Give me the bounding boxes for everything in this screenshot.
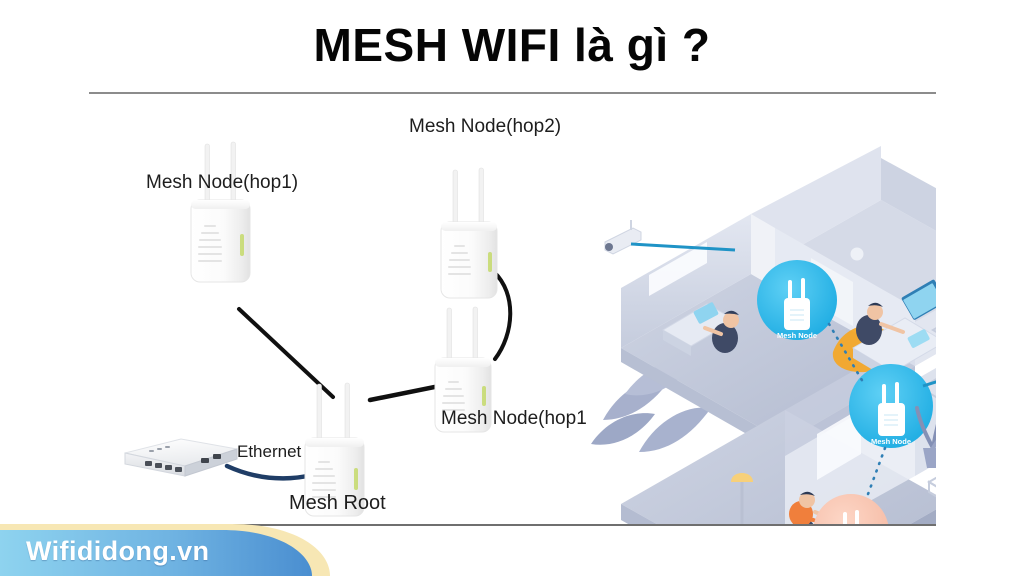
isometric-house-illustration: Mesh Node: [591, 146, 936, 524]
device-mesh-root: [304, 382, 365, 517]
device-modem-gateway: [124, 438, 238, 477]
house-node-1-label: Mesh Node: [777, 331, 817, 340]
security-camera-icon: [604, 220, 642, 255]
banner-graphics: [0, 524, 330, 576]
ceiling-lamp-upper: [849, 238, 865, 262]
link-hop1-right-to-hop2: [492, 270, 513, 361]
watermark-banner: Wifididong.vn: [0, 524, 1024, 576]
divider-bottom: [89, 524, 936, 526]
network-diagram: Mesh Node: [89, 94, 936, 524]
house-mesh-links: [827, 322, 887, 524]
label-mesh-node-hop2: Mesh Node(hop2): [409, 116, 562, 137]
console-cabinet: [927, 476, 936, 498]
diagram-graphics: Mesh Node: [124, 141, 936, 524]
house-mesh-node-1: Mesh Node: [757, 260, 837, 340]
device-mesh-node-hop1-left: [190, 141, 251, 283]
house-mesh-node-2: Mesh Node: [849, 364, 933, 448]
device-mesh-node-hop1-right: [434, 306, 492, 433]
page-title: MESH WIFI là gì ?: [313, 19, 711, 71]
potted-plant-right: [915, 406, 936, 468]
house-node-2-label: Mesh Node: [871, 437, 911, 446]
divider-top: [89, 92, 936, 94]
label-mesh-node-hop1-left: Mesh Node(hop1): [146, 172, 299, 193]
link-mesh-root-to-hop1-left: [237, 307, 335, 399]
label-mesh-root: Mesh Root: [289, 492, 386, 514]
house-mesh-root: Mesh Root: [813, 494, 889, 524]
floor-lamp: [731, 473, 753, 524]
watermark-text: Wifididong.vn: [26, 536, 210, 566]
person-upper-left: [662, 302, 739, 356]
label-ethernet: Ethernet: [237, 442, 302, 461]
device-mesh-node-hop2: [440, 167, 498, 299]
label-mesh-node-hop1-right: Mesh Node(hop1: [441, 408, 587, 429]
workstation-middle-right: [832, 279, 936, 382]
